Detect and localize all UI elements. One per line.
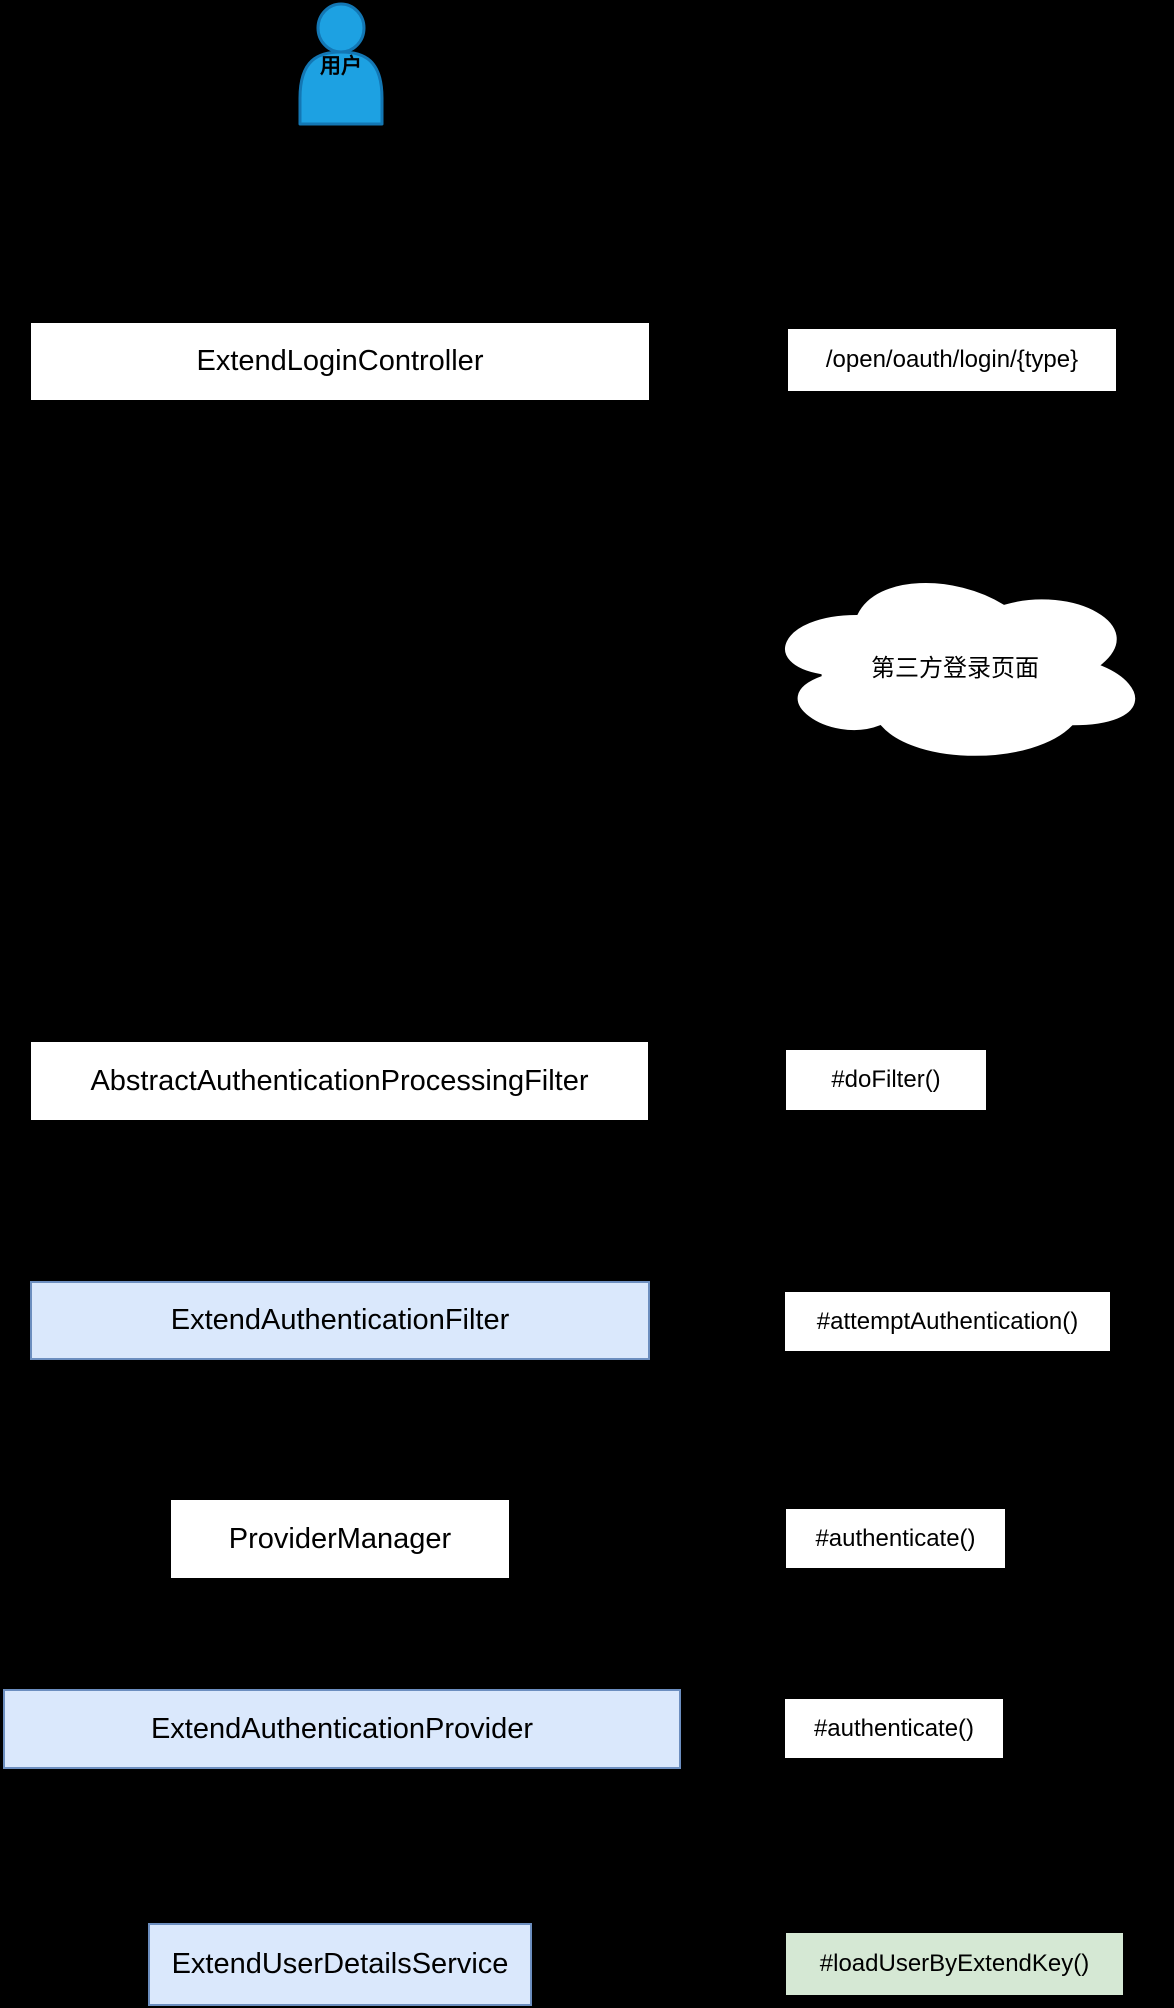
user-head-shape [316, 2, 366, 54]
cloud-shape [783, 581, 1138, 758]
note-authenticate-provider: #authenticate() [785, 1699, 1003, 1758]
node-abstract-authentication-processing-filter: AbstractAuthenticationProcessingFilter [31, 1042, 648, 1120]
user-actor: 用户 [296, 2, 386, 126]
note-attempt-authentication: #attemptAuthentication() [785, 1292, 1110, 1351]
node-extend-login-controller: ExtendLoginController [31, 323, 649, 400]
node-extend-authentication-filter: ExtendAuthenticationFilter [30, 1281, 650, 1360]
cloud-icon [783, 581, 1138, 758]
node-extend-user-details-service: ExtendUserDetailsService [148, 1923, 532, 2006]
note-authenticate-provider-manager: #authenticate() [786, 1509, 1005, 1568]
note-load-user-by-extend-key: #loadUserByExtendKey() [786, 1933, 1123, 1995]
note-do-filter: #doFilter() [786, 1050, 986, 1110]
third-party-login-cloud-label: 第三方登录页面 [871, 654, 1039, 682]
note-oauth-login-route: /open/oauth/login/{type} [788, 329, 1116, 391]
third-party-login-cloud: 第三方登录页面 [755, 560, 1155, 770]
node-extend-authentication-provider: ExtendAuthenticationProvider [3, 1689, 681, 1769]
node-provider-manager: ProviderManager [171, 1500, 509, 1578]
user-actor-label: 用户 [320, 55, 362, 78]
user-actor-icon [298, 2, 384, 126]
